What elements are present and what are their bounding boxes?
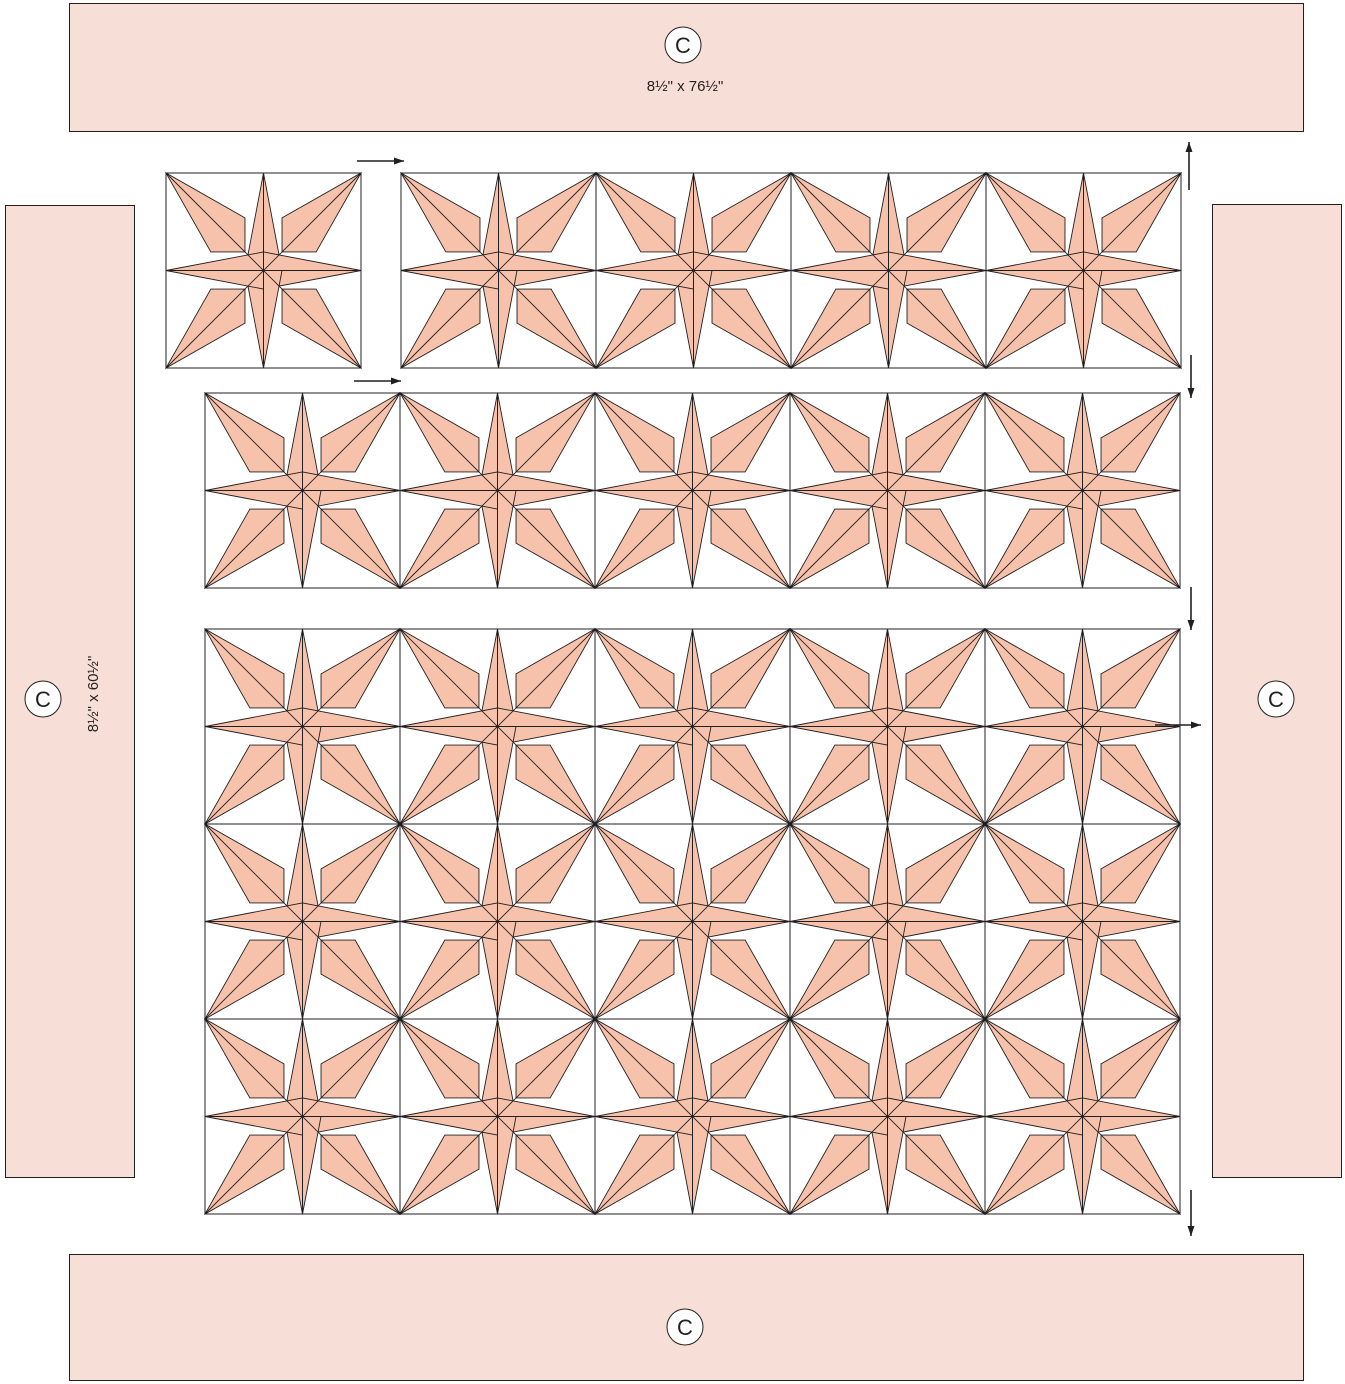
arrow-head	[1188, 620, 1195, 630]
star-block	[400, 629, 595, 824]
arrow-head	[1186, 142, 1193, 152]
star-block	[790, 1019, 985, 1214]
pressing-arrow	[357, 158, 404, 165]
star-block	[596, 173, 791, 368]
badge-label-right: C	[1268, 687, 1284, 712]
star-block	[985, 393, 1180, 588]
border-bottom: C	[70, 1255, 1304, 1381]
arrow-head	[391, 378, 401, 385]
pressing-arrow	[354, 378, 401, 385]
star-block	[166, 173, 361, 368]
arrow-head	[1191, 722, 1201, 729]
star-block	[205, 1019, 400, 1214]
pressing-arrow	[1188, 355, 1195, 398]
pressing-arrow	[1188, 587, 1195, 630]
star-block	[985, 824, 1180, 1019]
star-block	[595, 629, 790, 824]
star-block	[791, 173, 986, 368]
star-block	[790, 629, 985, 824]
star-block	[985, 1019, 1180, 1214]
arrow-head	[1188, 388, 1195, 398]
border-top: C 8½" x 76½"	[70, 4, 1304, 132]
badge-label-bottom: C	[677, 1315, 693, 1340]
border-strip-top	[70, 4, 1304, 132]
star-block	[205, 824, 400, 1019]
pressing-arrow	[1186, 142, 1193, 190]
dimension-label-left: 8½" x 60½"	[85, 656, 102, 733]
star-block	[595, 393, 790, 588]
quilt-blocks	[166, 173, 1181, 1214]
star-block	[400, 393, 595, 588]
border-strip-left	[6, 206, 135, 1178]
arrow-head	[394, 158, 404, 165]
star-block	[986, 173, 1181, 368]
arrow-head	[1188, 1226, 1195, 1236]
star-block	[790, 824, 985, 1019]
star-block	[400, 824, 595, 1019]
dimension-label-top: 8½" x 76½"	[647, 78, 724, 95]
pressing-arrow	[1188, 1190, 1195, 1236]
star-block	[401, 173, 596, 368]
badge-label-top: C	[675, 33, 691, 58]
star-block	[790, 393, 985, 588]
star-block	[205, 629, 400, 824]
border-left: C 8½" x 60½"	[6, 206, 135, 1178]
border-right: C	[1213, 205, 1342, 1178]
star-block	[400, 1019, 595, 1214]
badge-label-left: C	[35, 687, 51, 712]
star-block	[205, 393, 400, 588]
star-block	[985, 629, 1180, 824]
star-block	[595, 1019, 790, 1214]
star-block	[595, 824, 790, 1019]
